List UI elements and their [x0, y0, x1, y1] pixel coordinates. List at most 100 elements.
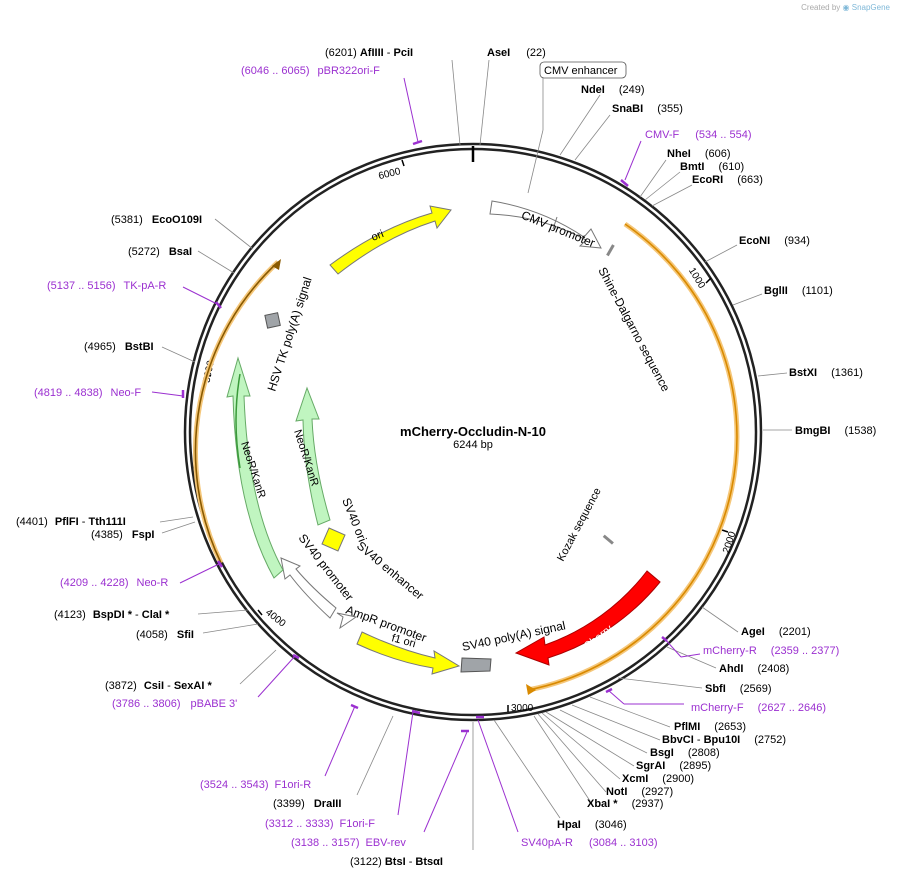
primer-pbabe3-range: (3786 .. 3806) [112, 698, 181, 710]
site-ndei-pos: (249) [619, 84, 645, 96]
leader-eco0109i [214, 218, 254, 250]
primer-f1ori-r: (3524 .. 3543)F1ori-R [200, 779, 311, 791]
site-nhei-name: NheI [667, 148, 691, 160]
neokanr-outer-orf [235, 373, 241, 469]
leader-pbr322ori-f [403, 77, 419, 143]
site-fspi-name: FspI [132, 529, 155, 541]
site-draiii-pos: (3399) [273, 798, 305, 810]
ampr-promoter-arrow [336, 612, 358, 630]
neokanr-inner-arrow [295, 386, 331, 526]
primer-mcherry-r: mCherry-R(2359 .. 2377) [703, 645, 839, 657]
site-ecori-name: EcoRI [692, 174, 723, 186]
site-ahdi: AhdI(2408) [719, 663, 789, 675]
leader-neo-r [179, 562, 222, 584]
credit-prefix: Created by [801, 3, 841, 12]
site-bbvci-name: BbvCI [662, 734, 694, 746]
site-agei-pos: (2201) [779, 626, 811, 638]
leader-tk-pa-r [182, 286, 220, 306]
site-bstxi-name: BstXI [789, 367, 817, 379]
leader-cmv-f [624, 140, 642, 181]
leader-mcherry-r-2 [680, 653, 701, 658]
site-sbfi: SbfI (2569) [705, 683, 772, 695]
leader-agei [701, 606, 739, 633]
site-btsai-name: BtsαI [415, 856, 443, 868]
mark-f1ori-r [350, 703, 359, 710]
site-pflmi-pos: (2653) [714, 721, 746, 733]
snapgene-logo: ◉ SnapGene [842, 3, 890, 12]
site-sfii-name: SfiI [177, 629, 194, 641]
site-sgrai: SgrAI(2895) [636, 760, 711, 772]
site-btsi-sep: - [406, 856, 416, 868]
orf-arcs [192, 221, 740, 695]
cmv-enhancer-leader-2 [527, 129, 544, 194]
site-econi-pos: (934) [784, 235, 810, 247]
primer-mcherry-f: mCherry-F (2627 .. 2646) [691, 702, 826, 714]
site-ahdi-name: AhdI [719, 663, 743, 675]
orf-arc-neo-head [272, 259, 281, 270]
leader-csii [239, 649, 277, 685]
primer-neo-r-range: (4209 .. 4228) [60, 577, 129, 589]
leader-sv40pa-r [477, 719, 519, 833]
site-ndei-name: NdeI [581, 84, 605, 96]
site-csii: (3872) CsiI - SexAI * [105, 680, 212, 692]
site-csii-name: CsiI [144, 680, 164, 692]
site-csii-pos: (3872) [105, 680, 137, 692]
primer-tk-pa-r: (5137 .. 5156)TK-pA-R [47, 280, 166, 292]
feature-labels: CMV enhancer CMV promoter Shine-Dalgarno… [238, 61, 673, 658]
site-sbfi-name: SbfI [705, 683, 726, 695]
primer-f1ori-f-range: (3312 .. 3333) [265, 818, 334, 830]
sv40-promoter-arrow [280, 557, 337, 619]
site-sgrai-name: SgrAI [636, 760, 665, 772]
site-noti: NotI(2927) [606, 786, 673, 798]
kozak-mark [602, 534, 614, 545]
leader-nhei [639, 159, 667, 198]
credit-brand: SnapGene [851, 3, 890, 12]
leader-bstxi [757, 372, 788, 377]
leader-pflmi [589, 696, 671, 728]
site-bstbi: (4965) BstBI [84, 341, 154, 353]
mark-cmv-f [620, 179, 629, 187]
primer-mcherry-f-name: mCherry-F [691, 702, 744, 714]
leader-xcmi [541, 712, 621, 780]
orf-arc-mcherry-head [526, 684, 536, 695]
leader-noti [537, 713, 607, 793]
mark-f1ori-f [411, 709, 421, 715]
leader-pflfi [159, 516, 194, 523]
shine-dalgarno-label: Shine-Dalgarno sequence [595, 265, 673, 394]
site-bmgbi-name: BmgBI [795, 425, 830, 437]
leader-bspdi [197, 609, 249, 615]
kozak-label: Kozak sequence [555, 486, 604, 563]
primer-leaders [151, 77, 701, 833]
site-eco0109i: (5381) EcoO109I [111, 214, 202, 226]
site-asei: AseI(22) [487, 47, 546, 59]
site-bspdi-pos: (4123) [54, 609, 86, 621]
primer-mcherry-f-range: (2627 .. 2646) [758, 702, 827, 714]
site-csii-sep: - [164, 680, 174, 692]
sv40-ori-box [321, 527, 346, 552]
ruler-tick-4000 [257, 609, 263, 616]
site-draiii-name: DraIII [314, 798, 342, 810]
site-bglii-pos: (1101) [802, 285, 833, 297]
site-afliii: (6201) AfIIII - PciI [325, 47, 413, 59]
site-sexai-name: SexAI * [174, 680, 213, 692]
site-bspdi: (4123) BspDI * - ClaI * [54, 609, 170, 621]
cmv-enhancer-box [539, 61, 627, 79]
hsv-tk-polya-label: HSV TK poly(A) signal [265, 275, 315, 393]
site-bpu10i-name: Bpu10I [704, 734, 741, 746]
primer-sv40pa-r: SV40pA-R(3084 .. 3103) [521, 837, 657, 849]
site-bbvci: BbvCI - Bpu10I(2752) [662, 734, 786, 746]
site-bmti: BmtI(610) [680, 161, 744, 173]
site-hpai-pos: (3046) [595, 819, 627, 831]
site-sfii: (4058) SfiI [136, 629, 194, 641]
primer-ebv-rev-name: EBV-rev [366, 837, 407, 849]
leader-bglii [732, 293, 763, 306]
site-sbfi-pos: (2569) [740, 683, 772, 695]
leader-econi [704, 244, 738, 263]
site-fspi-pos: (4385) [91, 529, 123, 541]
site-hpai: HpaI(3046) [557, 819, 627, 831]
leader-mcherry-f [607, 689, 625, 705]
site-leaders [159, 59, 792, 850]
leader-draiii [356, 715, 394, 796]
site-bmgbi: BmgBI(1538) [795, 425, 876, 437]
